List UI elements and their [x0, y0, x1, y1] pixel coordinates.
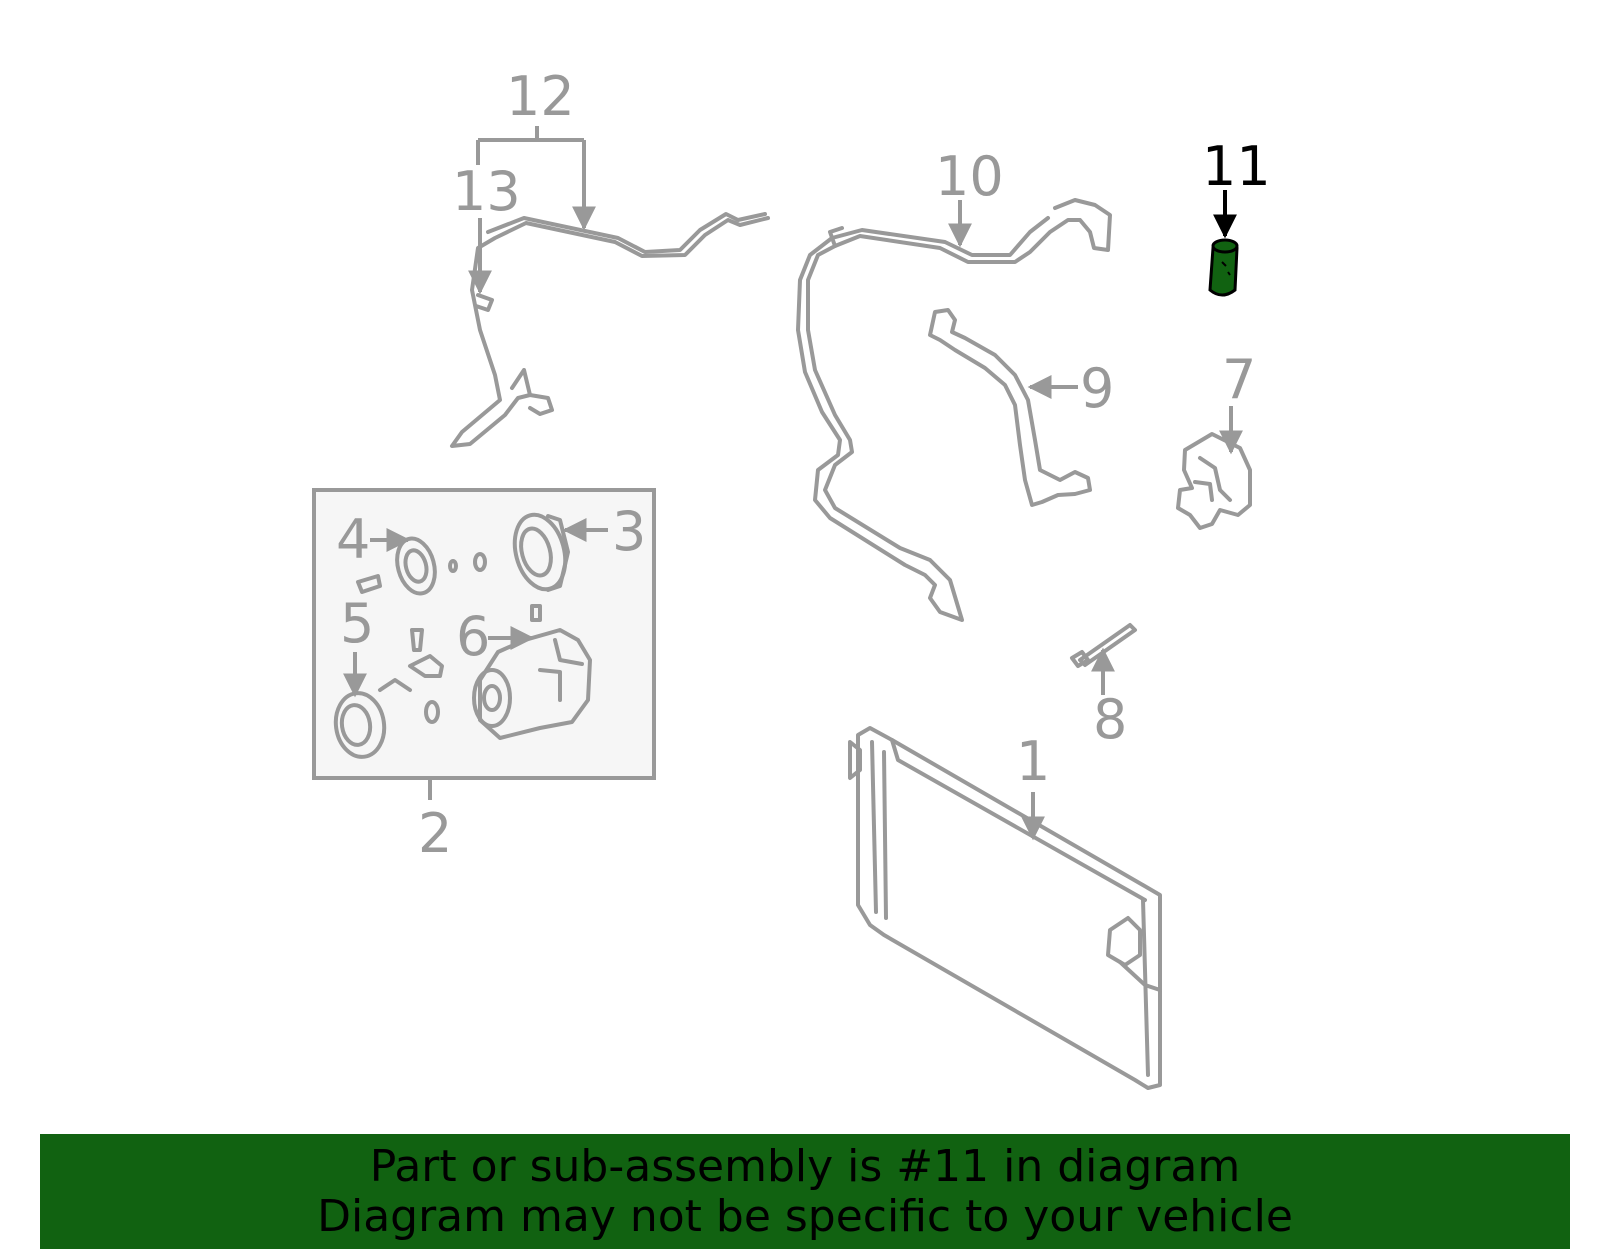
- hose-10[interactable]: [796, 198, 1112, 622]
- receiver-drier-11[interactable]: [1208, 238, 1239, 297]
- banner-line-2: Diagram may not be specific to your vehi…: [317, 1190, 1293, 1242]
- banner-line-1: Part or sub-assembly is #11 in diagram: [369, 1140, 1241, 1192]
- callout-4: 4: [336, 508, 370, 571]
- pulley-3[interactable]: [507, 509, 573, 595]
- info-banner: Part or sub-assembly is #11 in diagram D…: [40, 1134, 1570, 1249]
- callout-8: 8: [1093, 688, 1127, 751]
- callout-10: 10: [935, 145, 1004, 208]
- callout-9: 9: [1080, 357, 1114, 420]
- callout-6: 6: [456, 605, 490, 668]
- callout-5: 5: [340, 592, 374, 655]
- callout-3: 3: [612, 500, 646, 563]
- bolt-8[interactable]: [1070, 623, 1137, 668]
- small-fittings[interactable]: [356, 552, 542, 724]
- bracket-7[interactable]: [1176, 432, 1252, 530]
- condenser-1[interactable]: [848, 726, 1162, 1090]
- callout-7: 7: [1222, 348, 1256, 411]
- hose-assembly-12[interactable]: [450, 212, 770, 448]
- hose-9[interactable]: [928, 308, 1092, 507]
- callout-12: 12: [506, 65, 575, 128]
- callout-1: 1: [1016, 730, 1050, 793]
- leader-12: [476, 126, 584, 228]
- callout-2: 2: [418, 802, 452, 865]
- callout-13: 13: [452, 160, 521, 223]
- callout-11: 11: [1202, 135, 1271, 198]
